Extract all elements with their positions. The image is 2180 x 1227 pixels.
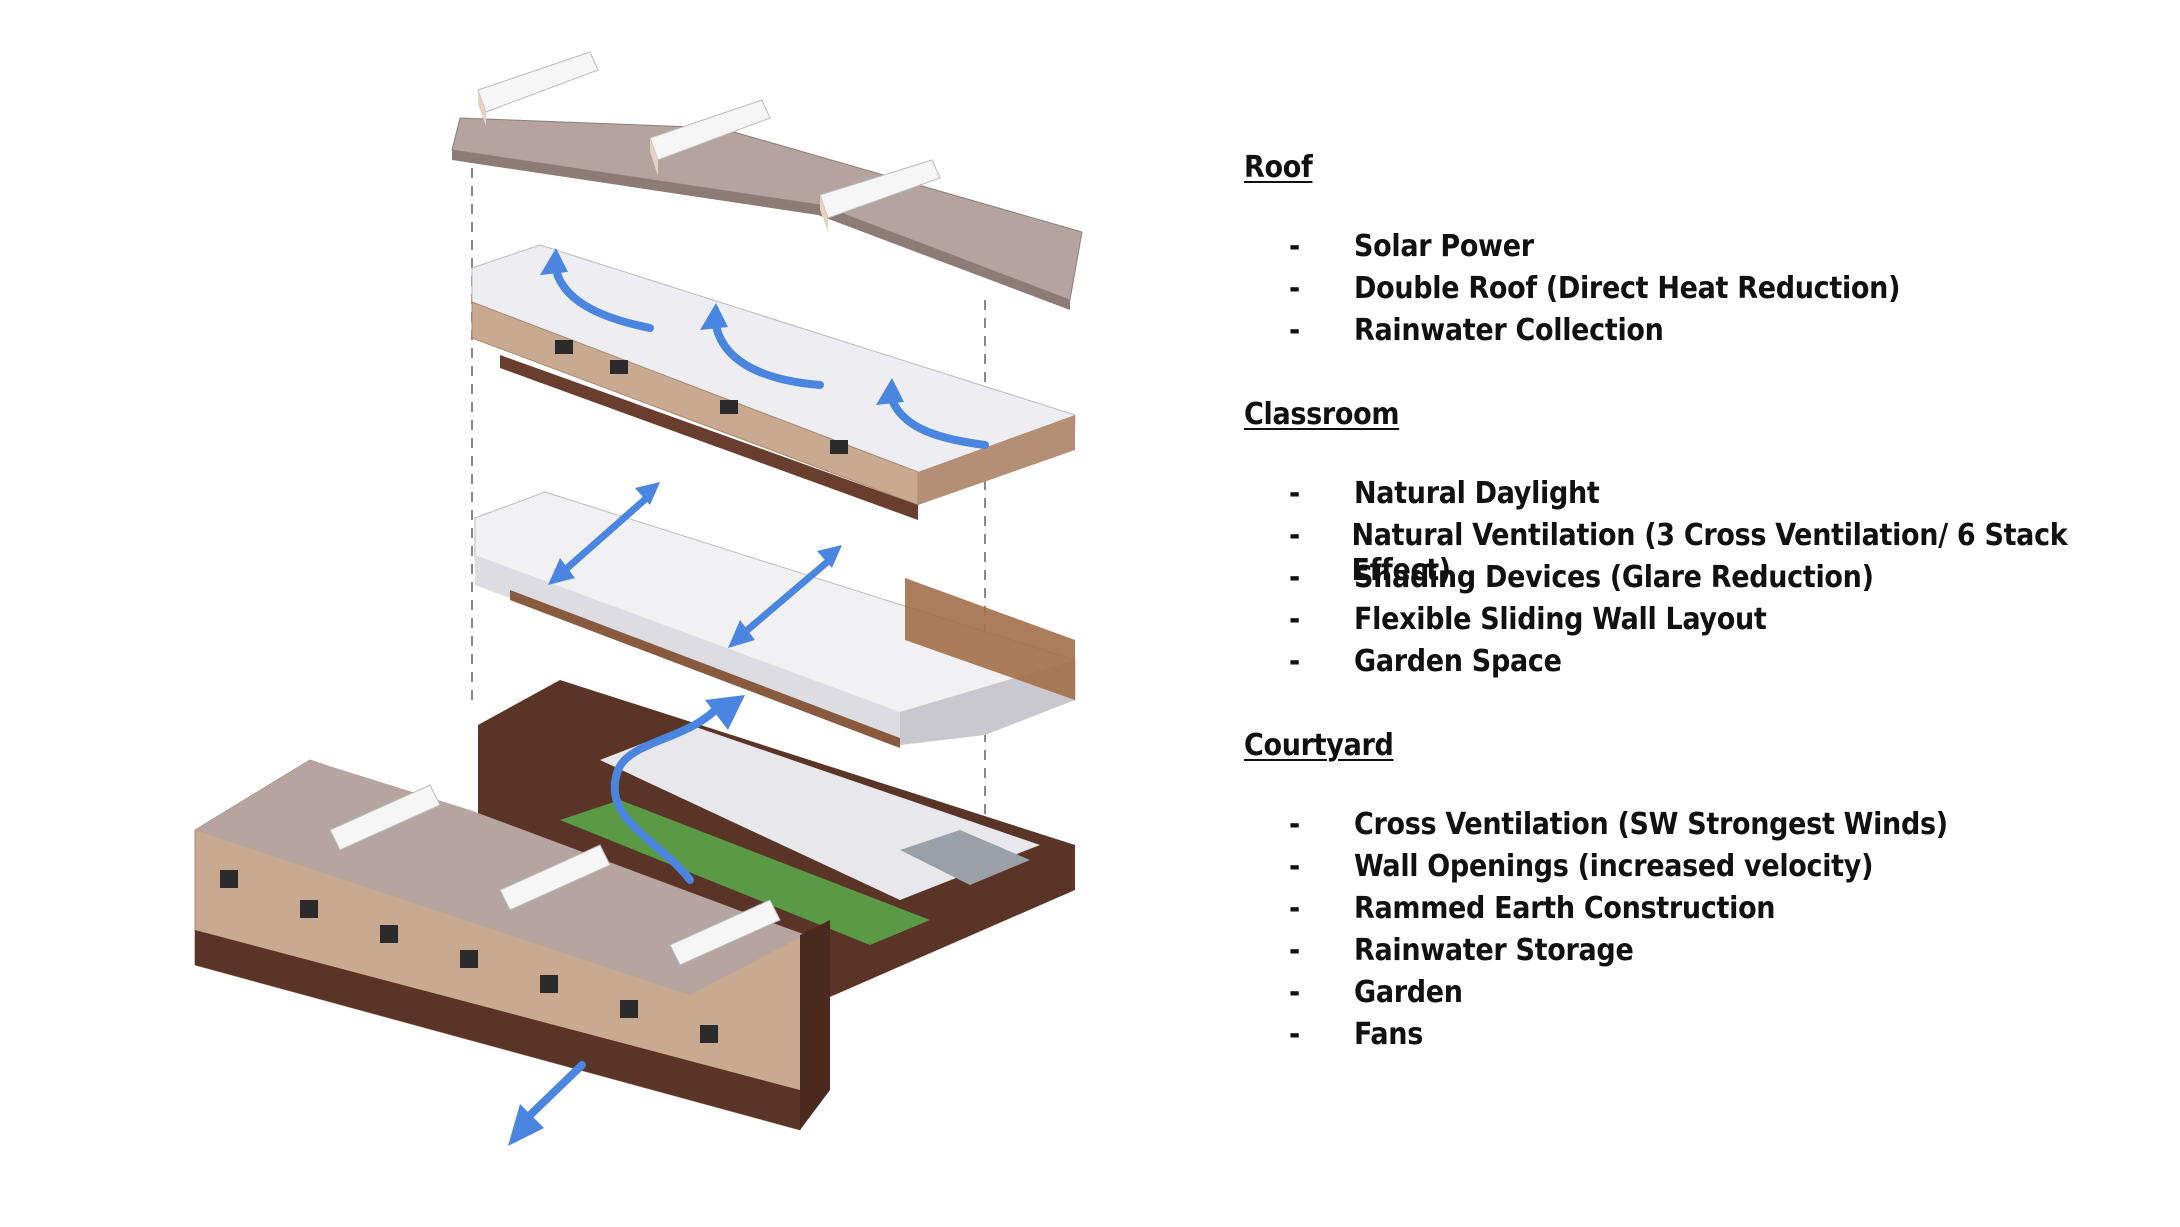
bullet-dash: - [1289,807,1300,842]
roof-feature-list: - Solar Power - Double Roof (Direct Heat R… [1244,229,2144,355]
bullet-dash: - [1289,476,1300,511]
bullet-dash: - [1289,271,1300,306]
list-item-label: Fans [1354,1017,1423,1052]
bullet-dash: - [1289,560,1300,595]
list-item: - Flexible Sliding Wall Layout [1244,602,2144,644]
courtyard-section: Courtyard - Cross Ventilation (SW Stronge… [1244,728,2144,1059]
classroom-section: Classroom - Natural Daylight - Natural Ven… [1244,397,2144,686]
upper-classroom-layer [471,244,1076,520]
list-item-label: Shading Devices (Glare Reduction) [1354,560,1874,595]
section-heading-courtyard: Courtyard [1244,728,1394,763]
bullet-dash: - [1289,644,1300,679]
list-item: - Natural Ventilation (3 Cross Ventilatio… [1244,518,2144,588]
list-item: - Rammed Earth Construction [1244,891,2144,933]
lower-classroom-layer [474,482,1076,748]
list-item-label: Double Roof (Direct Heat Reduction) [1354,271,1901,306]
list-item-label: Flexible Sliding Wall Layout [1354,602,1767,637]
section-heading-roof: Roof [1244,150,1313,185]
list-item: - Wall Openings (increased velocity) [1244,849,2144,891]
list-item-label: Rainwater Storage [1354,933,1634,968]
stack-effect-arrow [551,261,989,449]
bullet-dash: - [1289,975,1300,1010]
list-item: - Double Roof (Direct Heat Reduction) [1244,271,2144,313]
list-item: - Natural Daylight [1244,476,2144,518]
list-item: - Rainwater Collection [1244,313,2144,355]
roof-dormer [819,159,941,232]
list-item: - Shading Devices (Glare Reduction) [1244,560,2144,602]
roof-section: Roof - Solar Power - Double Roof (Direct H… [1244,150,2144,355]
list-item-label: Garden [1354,975,1463,1010]
list-item: - Cross Ventilation (SW Strongest Winds) [1244,807,2144,849]
list-item: - Garden [1244,975,2144,1017]
list-item-label: Rainwater Collection [1354,313,1664,348]
features-legend: Roof - Solar Power - Double Roof (Direct H… [1244,150,2144,1101]
courtyard-feature-list: -Cross Ventilation (SW Strongest Winds) … [1244,807,2144,1059]
cross-ventilation-arrow [561,491,836,636]
list-item: - Solar Power [1244,229,2144,271]
bullet-dash: - [1289,229,1300,264]
list-item-label: Solar Power [1354,229,1534,264]
section-heading-classroom: Classroom [1244,397,1400,432]
roof-dormer [477,51,599,126]
list-item-label: Cross Ventilation (SW Strongest Winds) [1354,807,1948,842]
list-item-label: Garden Space [1354,644,1562,679]
roof-layer [451,51,1083,310]
courtyard-layer [194,680,1075,1146]
bullet-dash: - [1289,849,1300,884]
list-item-label: Natural Ventilation (3 Cross Ventilation… [1351,518,2068,588]
bullet-dash: - [1289,891,1300,926]
list-item: - Garden Space [1244,644,2144,686]
list-item-label: Natural Daylight [1354,476,1600,511]
list-item-label: Rammed Earth Construction [1354,891,1776,926]
bullet-dash: - [1289,602,1300,637]
list-item: - Rainwater Storage [1244,933,2144,975]
bullet-dash: - [1289,1017,1300,1052]
list-item: - Fans [1244,1017,2144,1059]
classroom-feature-list: - Natural Daylight - Natural Ventilation (… [1244,476,2144,686]
wind-arrow [521,701,724,1124]
bullet-dash: - [1289,933,1300,968]
bullet-dash: - [1289,313,1300,348]
exploded-axonometric-diagram [194,51,1083,1146]
bullet-dash: - [1289,518,1300,553]
roof-dormer [649,99,771,176]
list-item-label: Wall Openings (increased velocity) [1354,849,1874,884]
